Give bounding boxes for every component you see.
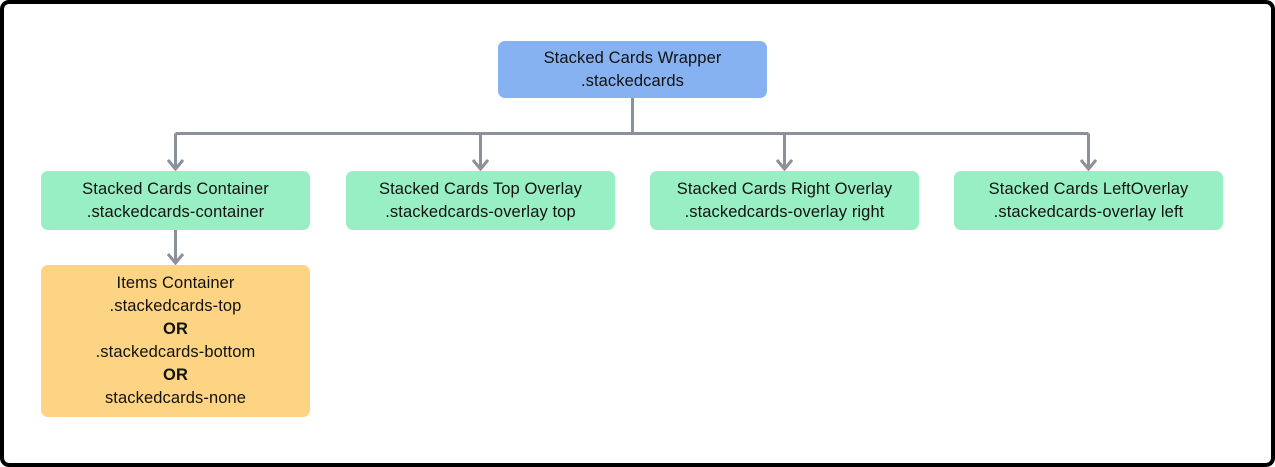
node-label-line: .stackedcards-overlay left xyxy=(993,202,1184,221)
node-label-line: Stacked Cards Wrapper xyxy=(543,48,722,67)
arrowhead-overlay-top-icon xyxy=(471,159,490,172)
node-label-line: .stackedcards-top xyxy=(109,297,242,315)
node-items-container[interactable]: Items Container .stackedcards-top OR .st… xyxy=(41,265,310,417)
node-label-line: stackedcards-none xyxy=(104,389,247,407)
node-label-line: Stacked Cards Right Overlay xyxy=(676,179,893,198)
node-label-line: Stacked Cards LeftOverlay xyxy=(988,179,1189,198)
node-label-line: .stackedcards-overlay top xyxy=(385,202,576,221)
node-label-or: OR xyxy=(163,366,188,384)
node-stacked-cards-wrapper[interactable]: Stacked Cards Wrapper .stackedcards xyxy=(498,41,767,98)
node-label-line: Stacked Cards Container xyxy=(82,179,269,198)
node-label-line: Stacked Cards Top Overlay xyxy=(378,179,583,198)
arrowhead-overlay-left-icon xyxy=(1079,159,1098,172)
node-label-line: Items Container xyxy=(116,274,235,292)
node-label-line: .stackedcards-container xyxy=(86,202,265,221)
arrowhead-items-icon xyxy=(166,253,185,266)
node-label-line: .stackedcards xyxy=(580,71,685,90)
node-stacked-cards-container[interactable]: Stacked Cards Container .stackedcards-co… xyxy=(41,171,310,230)
node-stacked-cards-right-overlay[interactable]: Stacked Cards Right Overlay .stackedcard… xyxy=(650,171,919,230)
node-label-or: OR xyxy=(163,320,188,338)
node-label-line: .stackedcards-overlay right xyxy=(684,202,885,221)
node-stacked-cards-left-overlay[interactable]: Stacked Cards LeftOverlay .stackedcards-… xyxy=(954,171,1223,230)
node-label-line: .stackedcards-bottom xyxy=(95,343,256,361)
arrowhead-container-icon xyxy=(166,159,185,172)
node-stacked-cards-top-overlay[interactable]: Stacked Cards Top Overlay .stackedcards-… xyxy=(346,171,615,230)
arrowhead-overlay-right-icon xyxy=(775,159,794,172)
